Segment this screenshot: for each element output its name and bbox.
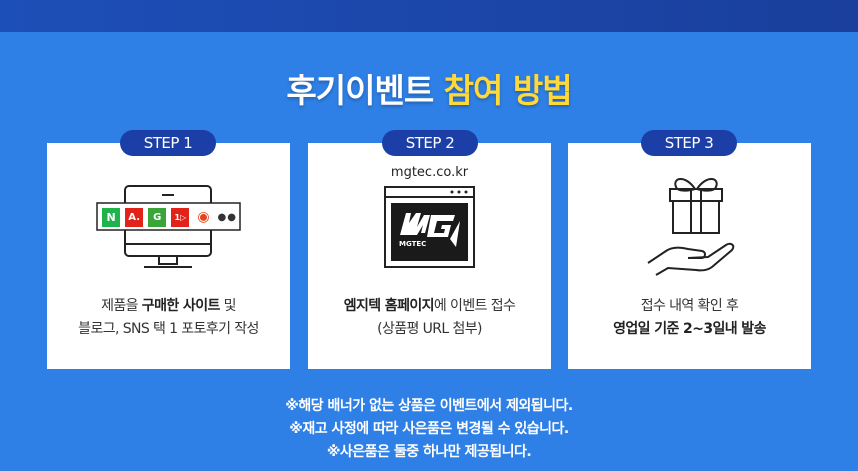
notice-item: ※재고 사정에 따라 사은품은 변경될 수 있습니다.: [289, 421, 569, 437]
step1-badge: STEP 1: [120, 130, 216, 156]
step1-card: N A. G 1▷ ◉ ●● 제품을 구매한 사이트 및 블로그, SNS 택 …: [47, 143, 290, 369]
title-highlight: 참여 방법: [443, 71, 573, 110]
step3-description: 접수 내역 확인 후 영업일 기준 2~3일내 발송: [613, 298, 766, 337]
monitor-icon: [96, 185, 241, 268]
page-title: 후기이벤트 참여 방법: [0, 64, 858, 112]
title-main: 후기이벤트: [286, 71, 444, 110]
notice-list: ※해당 배너가 없는 상품은 이벤트에서 제외됩니다. ※재고 사정에 따라 사…: [0, 395, 858, 464]
browser-window-icon: MGTEC: [384, 186, 475, 268]
gmarket-logo-icon: G: [148, 207, 167, 227]
step2-description: 엠지텍 홈페이지에 이벤트 접수 (상품평 URL 첨부): [343, 298, 516, 337]
gift-in-hand-icon: [647, 178, 735, 276]
step3-card: 접수 내역 확인 후 영업일 기준 2~3일내 발송: [568, 143, 811, 369]
step1-description: 제품을 구매한 사이트 및 블로그, SNS 택 1 포토후기 작성: [78, 298, 259, 337]
more-dots-icon: ●●: [217, 211, 237, 223]
step2-badge: STEP 2: [382, 130, 478, 156]
homepage-url: mgtec.co.kr: [390, 165, 469, 180]
ssg-logo-icon: ◉: [194, 207, 213, 227]
step3-badge: STEP 3: [641, 130, 737, 156]
notice-item: ※사은품은 둘중 하나만 제공됩니다.: [326, 444, 532, 460]
auction-logo-icon: A.: [125, 207, 144, 227]
step2-card: mgtec.co.kr MGTEC 엠지텍 홈페이지에 이벤트 접수 (상품평 …: [308, 143, 551, 369]
mgtec-logo-text: MGTEC: [399, 240, 426, 248]
eleventh-street-logo-icon: 1▷: [171, 207, 190, 227]
top-band: [0, 0, 858, 32]
naver-logo-icon: N: [102, 207, 121, 227]
shop-logo-row: N A. G 1▷ ◉ ●●: [102, 206, 237, 228]
notice-item: ※해당 배너가 없는 상품은 이벤트에서 제외됩니다.: [285, 398, 573, 414]
